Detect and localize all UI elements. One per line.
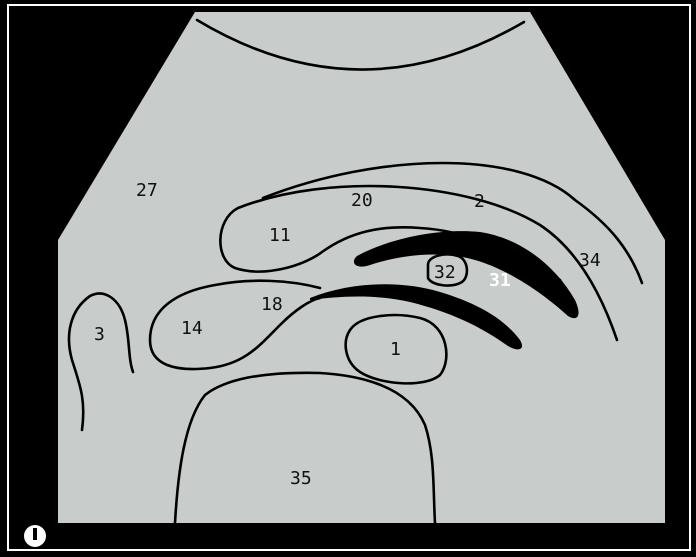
label-18: 18 (261, 294, 283, 315)
label-1: 1 (390, 339, 401, 360)
scan-sector (58, 12, 665, 523)
label-2: 2 (474, 191, 485, 212)
label-14: 14 (181, 318, 203, 339)
label-11: 11 (269, 225, 291, 246)
label-32: 32 (434, 262, 456, 283)
label-20: 20 (351, 190, 373, 211)
label-31: 31 (489, 270, 511, 291)
label-34: 34 (579, 250, 601, 271)
label-3: 3 (94, 324, 105, 345)
label-35: 35 (290, 468, 312, 489)
orientation-marker-icon (24, 525, 46, 547)
label-27: 27 (136, 180, 158, 201)
